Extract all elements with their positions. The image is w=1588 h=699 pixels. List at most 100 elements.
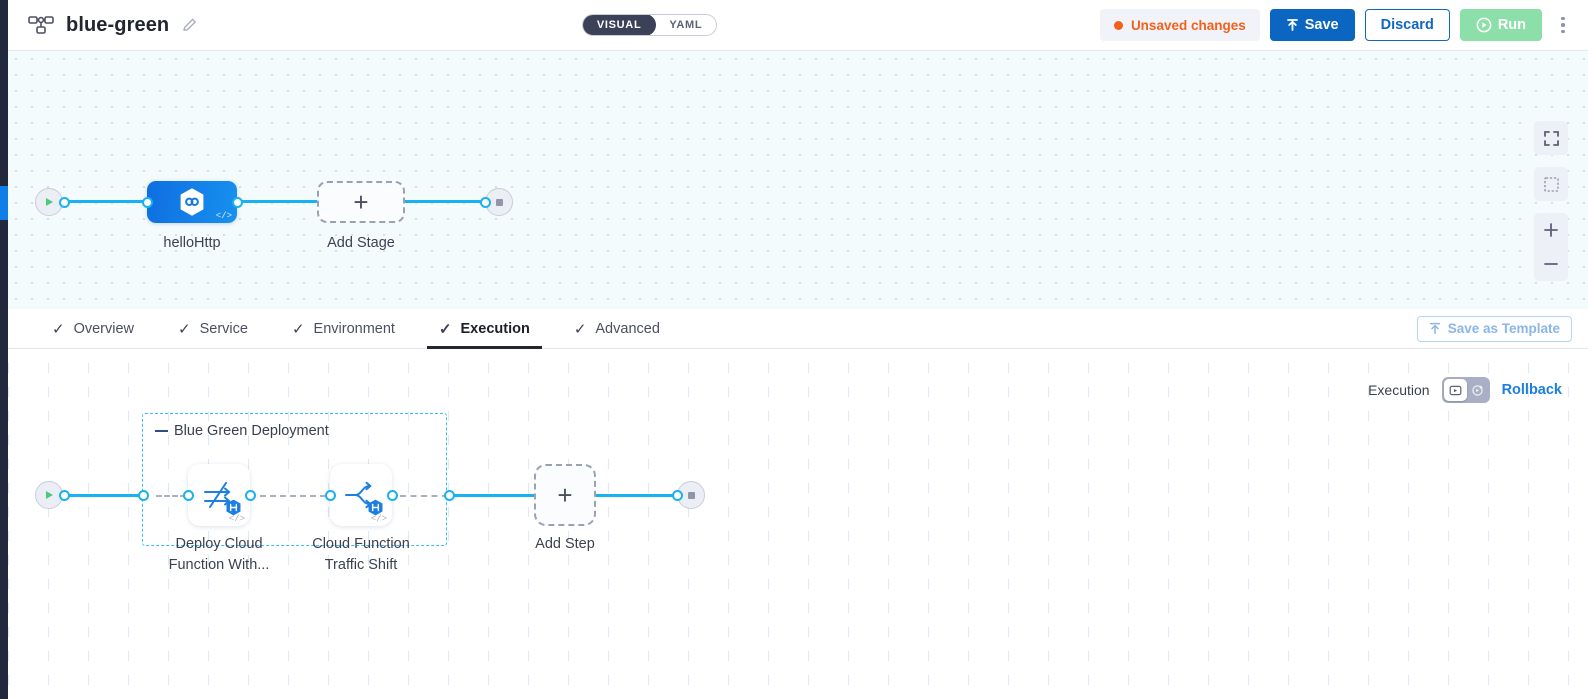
group-input-connector-dot[interactable] [138, 489, 149, 501]
step-node-body[interactable]: </> [188, 464, 250, 526]
tab-execution-label: Execution [460, 320, 530, 337]
step-node-deploy-cloud-function[interactable]: </> Deploy Cloud Function With... [169, 464, 269, 573]
execution-rollback-toggle[interactable] [1441, 377, 1490, 403]
rollback-link[interactable]: Rollback [1501, 382, 1562, 398]
execution-label: Execution [1368, 382, 1430, 398]
left-nav-rail [0, 0, 8, 699]
tab-execution[interactable]: ✓ Execution [417, 309, 552, 349]
step2-output-connector-dot[interactable] [386, 489, 398, 501]
execution-start-node[interactable] [35, 481, 70, 509]
edge-start-to-group [63, 494, 145, 497]
stage-group-blue-green[interactable]: Blue Green Deployment [142, 413, 447, 546]
end-connector-dot[interactable] [479, 196, 491, 208]
tab-service-label: Service [199, 320, 248, 337]
hex-step-badge [226, 499, 241, 516]
step-node-traffic-shift[interactable]: </> Cloud Function Traffic Shift [312, 464, 410, 573]
step2-input-connector-dot[interactable] [324, 489, 336, 501]
step1-output-connector-dot[interactable] [244, 489, 256, 501]
start-connector-dot[interactable] [59, 196, 70, 208]
execution-toolbar: Execution Rollback [1368, 377, 1562, 403]
add-step-plus-icon: + [557, 480, 573, 510]
tab-overview-label: Overview [73, 320, 135, 337]
add-step-label: Add Step [535, 536, 595, 552]
tab-advanced-label: Advanced [595, 320, 660, 337]
discard-button[interactable]: Discard [1364, 9, 1450, 41]
pencil-icon[interactable] [181, 16, 199, 34]
stage-node-body[interactable]: </> [147, 181, 237, 223]
start-play-icon [35, 188, 63, 216]
tab-advanced[interactable]: ✓ Advanced [552, 309, 682, 349]
add-step-node[interactable]: + Add Step [534, 464, 596, 552]
add-stage-plus-icon: + [353, 187, 369, 217]
check-icon: ✓ [438, 320, 452, 338]
save-as-template-button[interactable]: Save as Template [1416, 315, 1572, 342]
mode-option-visual[interactable]: VISUAL [582, 15, 657, 35]
step-node-body[interactable]: </> [330, 464, 392, 526]
check-icon: ✓ [52, 320, 65, 338]
left-rail-active-marker [0, 186, 8, 220]
visual-yaml-toggle[interactable]: VISUAL YAML [581, 14, 718, 36]
save-button[interactable]: Save [1269, 9, 1355, 41]
add-stage-button[interactable]: + [317, 181, 405, 223]
execution-end-node[interactable] [671, 481, 705, 509]
config-tabbar: ✓ Overview ✓ Service ✓ Environment ✓ Exe… [8, 309, 1588, 349]
step-node-label: Deploy Cloud Function With... [168, 536, 270, 573]
edge-group-in-to-step1 [156, 495, 186, 497]
check-icon: ✓ [573, 320, 587, 338]
upload-icon [1286, 19, 1298, 31]
step1-input-connector-dot[interactable] [182, 489, 194, 501]
unsaved-changes-label: Unsaved changes [1130, 17, 1246, 33]
pipeline-end-node[interactable] [479, 188, 513, 216]
page-title: blue-green [66, 13, 170, 36]
stage-canvas[interactable]: </> helloHttp + Add Stage [8, 51, 1588, 309]
edge-step1-to-step2 [260, 495, 326, 497]
pipeline-start-node[interactable] [35, 188, 70, 216]
execution-start-connector-dot[interactable] [59, 489, 70, 501]
add-stage-label: Add Stage [327, 235, 395, 251]
select-area-icon[interactable] [1534, 167, 1568, 201]
zoom-in-icon[interactable] [1534, 213, 1568, 247]
save-as-template-label: Save as Template [1447, 321, 1560, 336]
step-node-label: Cloud Function Traffic Shift [312, 536, 410, 573]
tab-environment[interactable]: ✓ Environment [270, 309, 417, 349]
add-step-button[interactable]: + [534, 464, 596, 526]
stage-code-badge: </> [215, 211, 232, 221]
add-stage-node[interactable]: + Add Stage [317, 181, 405, 251]
app-header: blue-green VISUAL YAML Unsaved changes [8, 0, 1588, 51]
execution-canvas[interactable]: Execution Rollback [8, 349, 1588, 699]
cloud-function-hex-icon [180, 188, 204, 216]
zoom-out-icon[interactable] [1534, 247, 1568, 281]
group-title: Blue Green Deployment [155, 423, 329, 439]
stage-node-hellohttp[interactable]: </> helloHttp [141, 181, 243, 251]
group-collapse-icon[interactable] [155, 429, 168, 433]
tab-overview[interactable]: ✓ Overview [30, 309, 156, 349]
unsaved-dot-icon [1113, 20, 1123, 30]
group-title-label: Blue Green Deployment [174, 423, 329, 439]
rollback-rotate-icon[interactable] [1467, 379, 1488, 401]
execution-end-connector-dot[interactable] [671, 489, 683, 501]
group-output-connector-dot[interactable] [444, 489, 455, 501]
stage-output-connector-dot[interactable] [231, 196, 243, 208]
kebab-menu-icon[interactable] [1552, 13, 1574, 38]
upload-template-icon [1429, 322, 1440, 335]
hex-step-badge [368, 499, 383, 516]
stage-input-connector-dot[interactable] [141, 196, 153, 208]
mode-option-yaml[interactable]: YAML [669, 19, 703, 31]
header-right-group: Unsaved changes Save Discard Run [1099, 9, 1588, 41]
tab-environment-label: Environment [313, 320, 395, 337]
edge-step2-to-group-out [400, 495, 448, 497]
tab-service[interactable]: ✓ Service [156, 309, 270, 349]
pipeline-graph-icon [28, 14, 54, 36]
unsaved-changes-badge: Unsaved changes [1099, 9, 1260, 41]
header-left-group: blue-green [8, 14, 199, 37]
zoom-controls [1534, 213, 1568, 281]
stage-node-label: helloHttp [163, 235, 221, 251]
run-button[interactable]: Run [1459, 9, 1542, 41]
step-code-badge: </> [228, 514, 245, 524]
fit-screen-icon[interactable] [1534, 121, 1568, 155]
tab-list: ✓ Overview ✓ Service ✓ Environment ✓ Exe… [8, 309, 682, 349]
check-icon: ✓ [291, 320, 305, 338]
start-play-icon [35, 481, 63, 509]
run-button-label: Run [1497, 17, 1526, 33]
execution-play-icon[interactable] [1443, 379, 1467, 401]
